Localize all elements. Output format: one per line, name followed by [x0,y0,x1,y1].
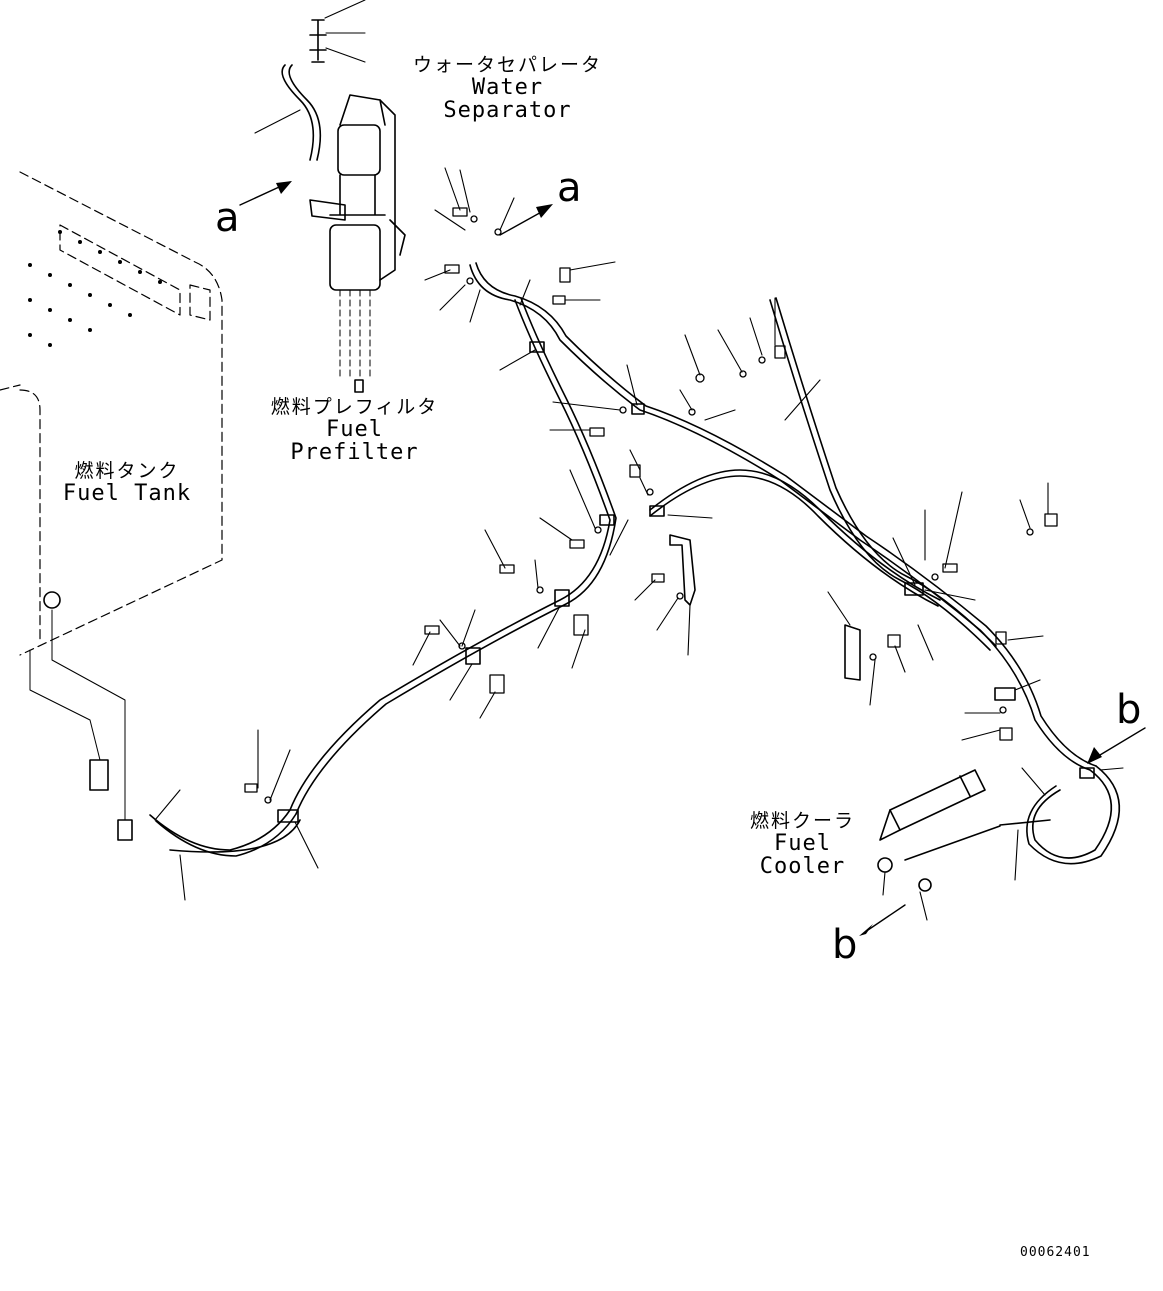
water-separator-assembly [281,19,406,393]
fuel-cooler [877,769,1001,892]
fuel-cooler-label: 燃料クーラ Fuel Cooler [725,810,880,880]
leader-lines [154,0,1124,921]
water-separator-label-jp: ウォータセパレータ [412,54,602,76]
fuel-tank-label-jp: 燃料タンク [74,460,180,482]
drawing-number: 00062401 [1020,1245,1091,1260]
fuel-prefilter-label-en: Fuel Prefilter [290,416,419,466]
fuel-tank-label-en: Fuel Tank [62,480,192,506]
hose-clamps [277,341,1095,823]
bracket [669,534,861,681]
fuel-tank-label: 燃料タンク Fuel Tank [62,460,192,506]
ref-a-left: a [215,195,240,241]
water-separator-label-en: Water Separator [443,74,572,124]
fuel-prefilter-label: 燃料プレフィルタ Fuel Prefilter [262,396,447,466]
fuel-tank-rivets [28,230,162,347]
fuel-cooler-label-jp: 燃料クーラ [749,810,855,832]
main-fuel-hose [149,262,1121,865]
fuel-tank-outline [0,171,223,656]
ref-b-bottom: b [832,922,858,968]
water-separator-label: ウォータセパレータ Water Separator [405,54,610,124]
arrowheads [276,181,1102,936]
reference-arrows [239,181,1146,931]
fuel-cooler-label-en: Fuel Cooler [759,830,846,880]
tank-connectors [29,591,133,841]
fuel-prefilter-label-jp: 燃料プレフィルタ [270,396,439,418]
ref-b-right: b [1116,687,1142,733]
ref-a-right: a [557,165,582,211]
